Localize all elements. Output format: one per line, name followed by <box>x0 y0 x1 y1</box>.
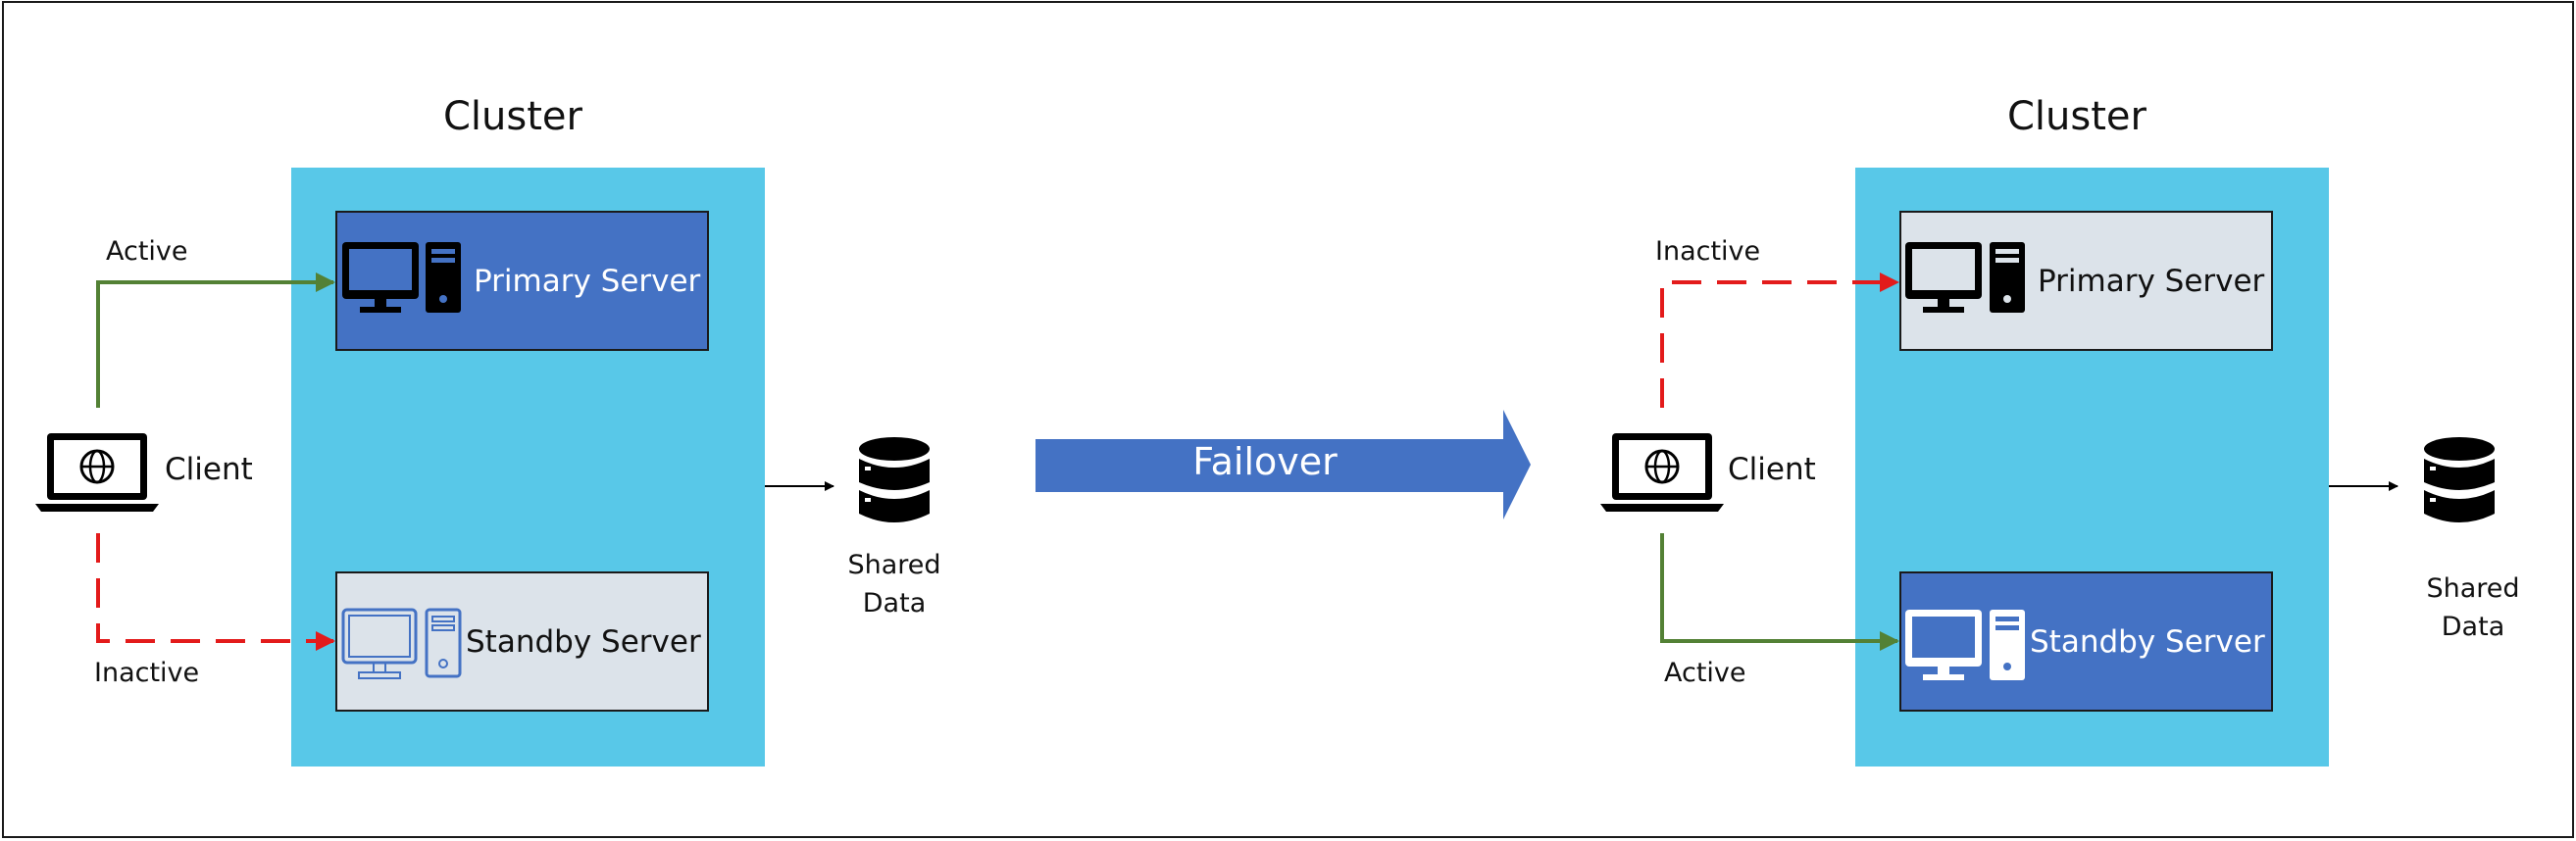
right-primary-label: Primary Server <box>2038 264 2265 299</box>
right-active-label: Active <box>1664 658 1746 688</box>
right-client-label: Client <box>1728 452 1816 487</box>
tower-pc-icon <box>426 242 461 313</box>
left-cluster-title: Cluster <box>443 94 583 139</box>
laptop-globe-icon <box>1598 431 1726 514</box>
left-shared-line2: Data <box>863 588 926 618</box>
right-cluster-title: Cluster <box>2007 94 2147 139</box>
tower-pc-icon <box>1990 242 2025 313</box>
right-standby-label: Standby Server <box>2030 624 2265 660</box>
left-inactive-label: Inactive <box>94 658 199 688</box>
left-primary-server: Primary Server <box>335 211 709 351</box>
left-client-label: Client <box>165 452 253 487</box>
left-active-label: Active <box>106 236 188 267</box>
database-icon <box>859 437 930 522</box>
laptop-globe-icon <box>33 431 161 514</box>
right-shared-line1: Shared <box>2426 573 2519 604</box>
right-primary-server: Primary Server <box>1899 211 2273 351</box>
left-shared-line1: Shared <box>847 550 940 580</box>
right-inactive-label: Inactive <box>1655 236 1760 267</box>
left-standby-label: Standby Server <box>466 624 701 660</box>
failover-arrow: Failover <box>1035 410 1531 519</box>
right-standby-server: Standby Server <box>1899 571 2273 712</box>
tower-pc-icon <box>1990 610 2025 680</box>
right-state: Cluster Primary Server Stand <box>1598 94 2520 767</box>
right-active-link <box>1660 533 1899 651</box>
left-state: Cluster Primary Server Standby Server Cl… <box>33 94 941 767</box>
left-active-link <box>96 272 335 408</box>
right-inactive-link <box>1660 272 1899 408</box>
left-primary-label: Primary Server <box>474 264 701 299</box>
left-inactive-link <box>96 533 335 651</box>
database-icon <box>2424 437 2495 522</box>
right-shared-line2: Data <box>2442 612 2504 642</box>
desktop-computer-icon <box>1905 610 1982 680</box>
left-standby-server: Standby Server <box>335 571 709 712</box>
failover-label: Failover <box>1192 440 1338 483</box>
